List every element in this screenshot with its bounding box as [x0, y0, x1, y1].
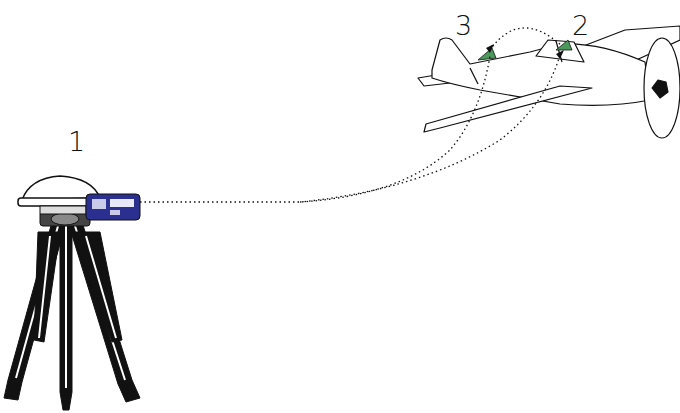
- signal-path: [140, 28, 562, 202]
- aircraft-antenna: [478, 40, 572, 60]
- callout-number: 1: [68, 128, 85, 155]
- airplane: [418, 26, 680, 138]
- callout-number: 3: [455, 12, 472, 39]
- gps-receiver: [18, 176, 140, 220]
- tripod: [4, 212, 140, 410]
- callout-number: 2: [572, 12, 589, 39]
